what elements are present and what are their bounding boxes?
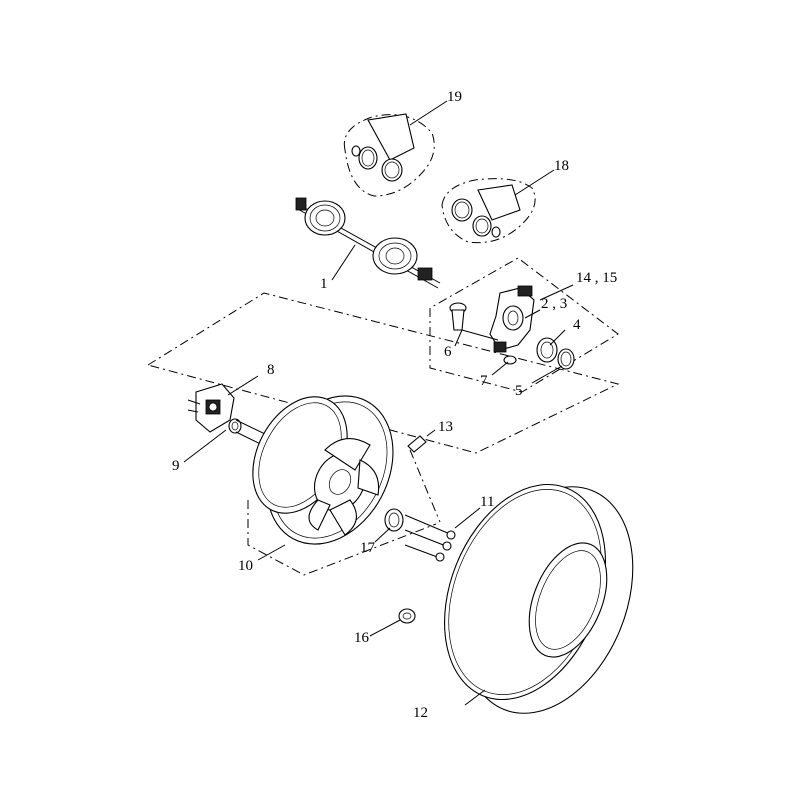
- callout-9: 9: [172, 458, 180, 474]
- callout-7: 7: [480, 373, 488, 389]
- callout-4: 4: [573, 317, 581, 333]
- knuckle-assembly: [449, 285, 575, 370]
- callout-8: 8: [267, 362, 275, 378]
- callout-2-3: 2 , 3: [541, 296, 567, 312]
- callout-1: 1: [320, 276, 328, 292]
- callout-13: 13: [438, 419, 453, 435]
- callout-18: 18: [554, 158, 569, 174]
- callout-11: 11: [480, 494, 494, 510]
- drive-shaft-1: [295, 197, 441, 289]
- callout-17: 17: [360, 540, 376, 556]
- center-cap-17: [384, 508, 404, 532]
- boot-kit-19: [343, 113, 435, 197]
- tire-12: [444, 483, 634, 714]
- rim-10: [252, 395, 394, 545]
- lug-nuts-11: [404, 514, 456, 562]
- callout-14-15: 14 , 15: [576, 270, 617, 286]
- callout-19: 19: [447, 89, 462, 105]
- cap-16: [398, 608, 416, 624]
- callout-16: 16: [354, 630, 370, 646]
- callout-12: 12: [413, 705, 428, 721]
- callout-10: 10: [238, 558, 253, 574]
- leader-lines: [183, 100, 574, 706]
- boot-kit-18: [441, 178, 536, 244]
- callout-6: 6: [444, 344, 452, 360]
- valve-13: [407, 435, 427, 453]
- callout-labels: 19 18 1 14 , 15 2 , 3 4 6 7 5 8 13 9 11 …: [172, 89, 617, 721]
- callout-5: 5: [515, 383, 523, 399]
